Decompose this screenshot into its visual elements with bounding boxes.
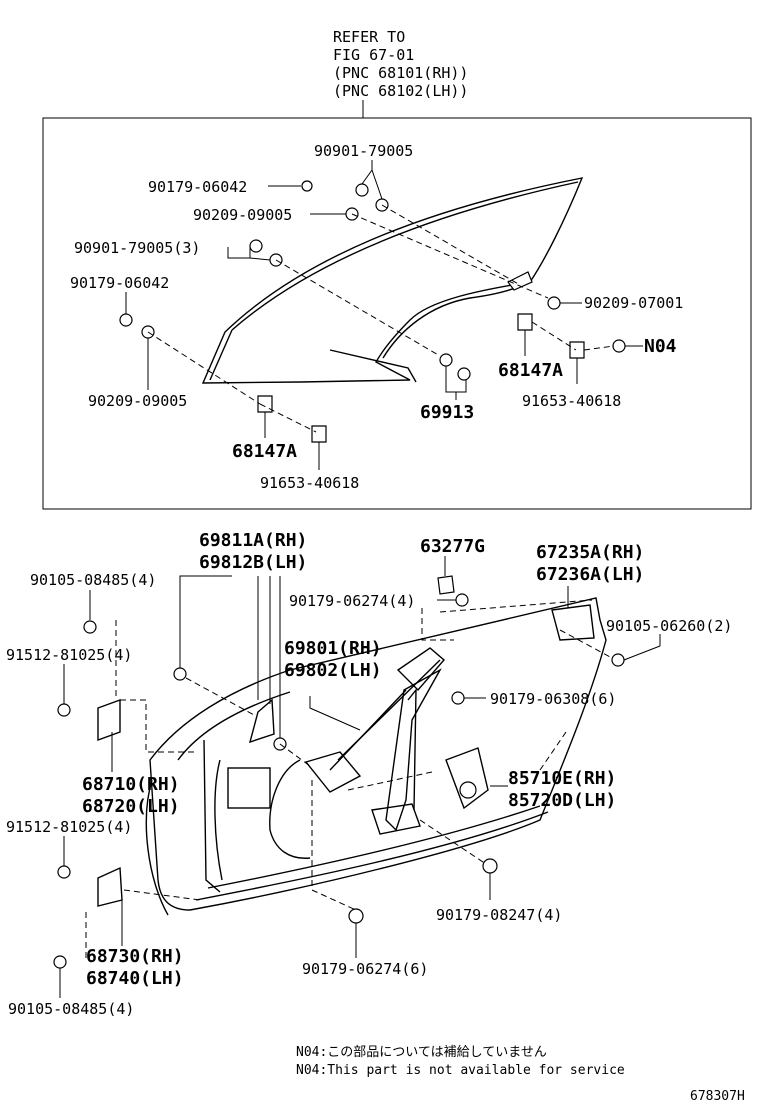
label-90105-06260-2: 90105-06260(2) xyxy=(606,617,732,635)
label-91653-40618-left: 91653-40618 xyxy=(260,474,359,492)
refer-pnc-lh-text: (PNC 68102(LH)) xyxy=(333,82,468,100)
label-68720-lh: 68720(LH) xyxy=(82,796,180,817)
label-n04: N04 xyxy=(644,336,677,357)
label-91653-40618-right: 91653-40618 xyxy=(522,392,621,410)
label-85710e-rh: 85710E(RH) xyxy=(508,768,616,789)
door-dashed-lines xyxy=(85,599,613,958)
glass-leaders xyxy=(125,160,643,470)
label-67235a-rh: 67235A(RH) xyxy=(536,542,644,563)
label-90209-09005-lower: 90209-09005 xyxy=(88,392,187,410)
refer-to-text: REFER TO xyxy=(333,28,405,46)
refer-pnc-rh-text: (PNC 68101(RH)) xyxy=(333,64,468,82)
figure-code: 678307H xyxy=(690,1089,745,1104)
label-68710-rh: 68710(RH) xyxy=(82,774,180,795)
label-68740-lh: 68740(LH) xyxy=(86,968,184,989)
window-regulator xyxy=(97,575,595,907)
label-68147a-right: 68147A xyxy=(498,360,563,381)
label-90179-06274-6: 90179-06274(6) xyxy=(302,960,428,978)
label-90209-07001: 90209-07001 xyxy=(584,294,683,312)
note-english: N04:This part is not available for servi… xyxy=(296,1063,625,1078)
label-90105-08485-upper: 90105-08485(4) xyxy=(30,571,156,589)
label-90179-06042-lower: 90179-06042 xyxy=(70,274,169,292)
label-85720d-lh: 85720D(LH) xyxy=(508,790,616,811)
label-67236a-lh: 67236A(LH) xyxy=(536,564,644,585)
label-69801-rh: 69801(RH) xyxy=(284,638,382,659)
label-90179-08247-4: 90179-08247(4) xyxy=(436,906,562,924)
label-90901-79005-3: 90901-79005(3) xyxy=(74,239,200,257)
glass-fasteners xyxy=(119,180,626,443)
label-91512-81025-lower: 91512-81025(4) xyxy=(6,818,132,836)
glass-section-frame xyxy=(42,117,752,510)
label-69913: 69913 xyxy=(420,402,474,423)
label-90105-08485-lower: 90105-08485(4) xyxy=(8,1000,134,1018)
glass-dashed-lines xyxy=(147,204,615,433)
label-90179-06042-upper: 90179-06042 xyxy=(148,178,247,196)
label-90901-79005: 90901-79005 xyxy=(314,142,413,160)
label-68730-rh: 68730(RH) xyxy=(86,946,184,967)
door-glass xyxy=(201,177,584,384)
label-91512-81025-upper: 91512-81025(4) xyxy=(6,646,132,664)
label-63277g: 63277G xyxy=(420,536,485,557)
label-69802-lh: 69802(LH) xyxy=(284,660,382,681)
note-japanese: N04:この部品については補給していません xyxy=(296,1045,547,1060)
door-panel xyxy=(145,597,607,916)
label-68147a-left: 68147A xyxy=(232,441,297,462)
label-90209-09005-upper: 90209-09005 xyxy=(193,206,292,224)
label-69811a-rh: 69811A(RH) xyxy=(199,530,307,551)
label-90179-06308-6: 90179-06308(6) xyxy=(490,690,616,708)
door-leaders xyxy=(59,556,661,998)
label-90179-06274-4: 90179-06274(4) xyxy=(289,592,415,610)
label-69812b-lh: 69812B(LH) xyxy=(199,552,307,573)
refer-fig-text: FIG 67-01 xyxy=(333,46,414,64)
